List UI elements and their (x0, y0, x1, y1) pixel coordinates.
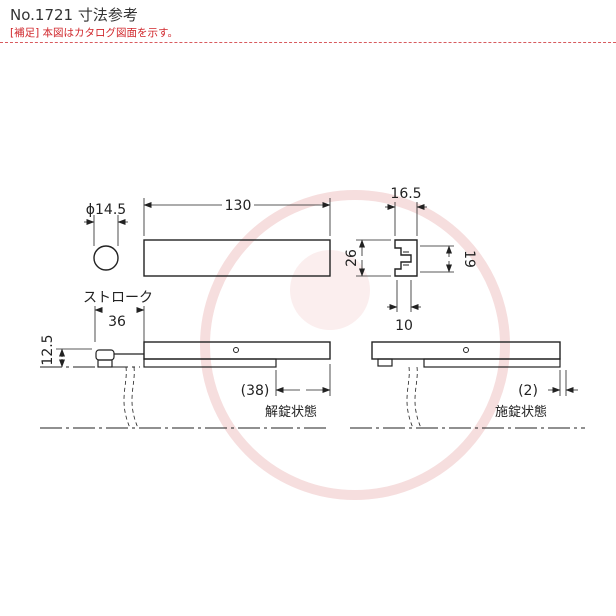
watermark (200, 190, 510, 500)
locked-state-label: 施錠状態 (495, 404, 547, 420)
note-tag: [補足] (10, 27, 40, 39)
bottom-width-label: 10 (395, 318, 413, 334)
inner-height-label: 19 (461, 250, 477, 268)
diameter-label: ϕ14.5 (86, 202, 126, 218)
knob-circle-view (93, 245, 119, 271)
unlocked-assembly (95, 341, 331, 429)
bolt-profile-view (394, 239, 418, 277)
header-divider (0, 42, 616, 43)
knob-height-label: 12.5 (40, 334, 56, 365)
page-header: No.1721 寸法参考 [補足] 本図はカタログ図面を示す。 (0, 0, 616, 44)
top-width-label: 16.5 (390, 186, 421, 202)
locked-assembly (371, 341, 561, 429)
page-title: No.1721 寸法参考 (10, 6, 138, 24)
stroke-value-label: 36 (108, 314, 126, 330)
note-text: 本図はカタログ図面を示す。 (39, 27, 178, 39)
locked-offset-label: (2) (518, 383, 538, 399)
unlocked-offset-label: (38) (241, 383, 270, 399)
length-label: 130 (225, 198, 252, 214)
unlocked-state-label: 解錠状態 (265, 404, 317, 420)
stroke-label: ストローク (83, 290, 153, 306)
outer-height-label: 26 (344, 249, 360, 267)
note-line: [補足] 本図はカタログ図面を示す。 (10, 25, 178, 40)
bolt-top-view (143, 239, 331, 277)
